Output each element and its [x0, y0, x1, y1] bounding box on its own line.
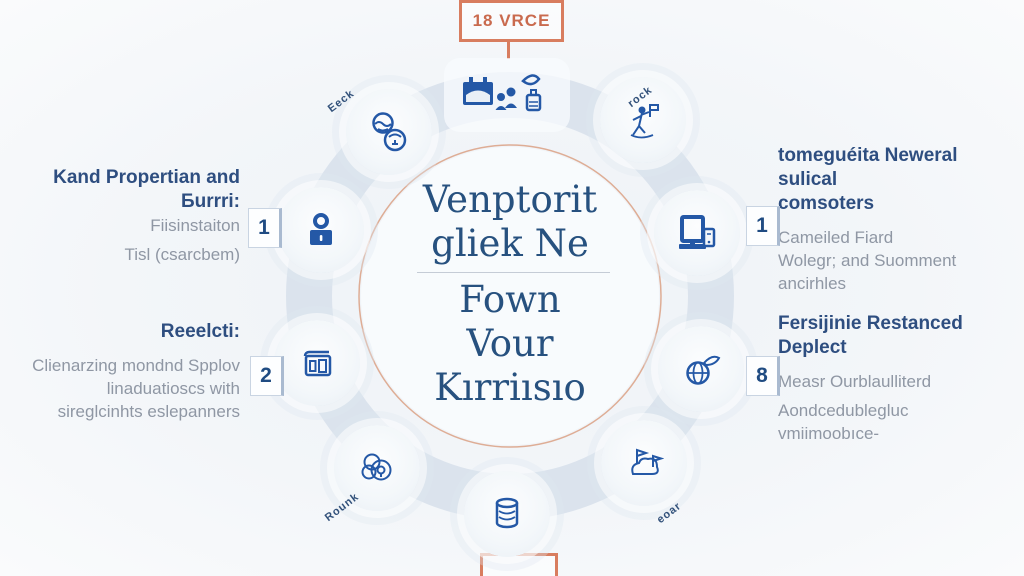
ring-node-right-upper [654, 190, 740, 276]
step-body-line: sireglcinhts eslepanners [57, 402, 240, 421]
step-body-line: linaduatioscs with [106, 379, 240, 398]
step-number-box: 8 [746, 356, 780, 396]
step-number-box: 1 [746, 206, 780, 246]
desktop-computer-icon [676, 214, 718, 252]
ring-node-right [658, 326, 744, 412]
database-icon [490, 495, 524, 533]
center-title-line1: Venptorit [422, 178, 598, 221]
step-body-line: Tisl (csarcbem) [124, 245, 240, 264]
center-divider [417, 272, 610, 273]
step-body-line: Clienarzing mondnd Spplov [32, 356, 240, 375]
step-body-line: Wolegr; and Suomment [778, 251, 957, 270]
ring-node-bottom [464, 471, 550, 557]
ring-node-left [278, 187, 364, 273]
step-title: Fersijinie Restanced Deplect [778, 313, 963, 358]
step-body-line: Fiisinstaiton [150, 216, 240, 235]
center-title-line2: gliek Ne [431, 222, 589, 265]
step-title: Reeelcti: [160, 321, 240, 342]
top-connector-box: 18 VRCE [459, 0, 564, 42]
ring-node-top-left [346, 89, 432, 175]
bottom-connector-box [480, 553, 558, 576]
center-subtitle-group: Fown Vour Kırriısıo [360, 278, 660, 410]
step-title: Kand Propertian and Бurrri: [53, 167, 240, 212]
center-subtitle-line2: Vour [466, 322, 554, 365]
step-body-line: Aondcedublegluc [778, 401, 909, 420]
ring-node-bottom-left [334, 425, 420, 511]
calendar-team-icon [461, 71, 553, 119]
step-body-line: vmiimoobıce- [778, 424, 880, 443]
clipboard-columns-icon [298, 345, 336, 381]
step-body-line: Cameiled Fiard [778, 228, 894, 247]
top-box-label: 18 VRCE [472, 11, 551, 30]
globe-and-head-icon [369, 111, 409, 153]
step-block-left-1: Kand Propertian and Бurrri: Fiisinstaito… [5, 166, 240, 266]
step-block-right-2: Fersijinie Restanced Deplect Measr Ourbl… [778, 312, 1013, 445]
ring-node-bottom-right [601, 420, 687, 506]
ring-node-left-lower [274, 320, 360, 406]
figure-with-flag-icon [624, 100, 662, 140]
step-number-box: 2 [250, 356, 284, 396]
step-body-line: Measr Ourblaulliterd [778, 372, 932, 391]
step-title: tomeguéita Neweral sulical comsoters [778, 145, 958, 214]
step-body-line: ancirhles [778, 274, 847, 293]
winged-globe-icon [680, 350, 722, 388]
center-subtitle-line1: Fown [459, 278, 561, 321]
step-block-left-2: Reeelcti: Clienarzing mondnd Spplov lina… [5, 320, 240, 423]
center-subtitle-line3: Kırriısıo [434, 366, 586, 409]
top-connector-line [507, 39, 510, 59]
ring-node-top-right [600, 77, 686, 163]
center-title-group: Venptorit gliek Ne [360, 178, 660, 266]
ring-node-top [444, 58, 570, 132]
flags-scribble-icon [624, 444, 664, 482]
person-badge-icon [303, 212, 339, 248]
step-block-right-1: tomeguéita Neweral sulical comsoters Cam… [778, 144, 1013, 295]
step-number-box: 1 [248, 208, 282, 248]
gears-scribble-icon [357, 449, 397, 487]
